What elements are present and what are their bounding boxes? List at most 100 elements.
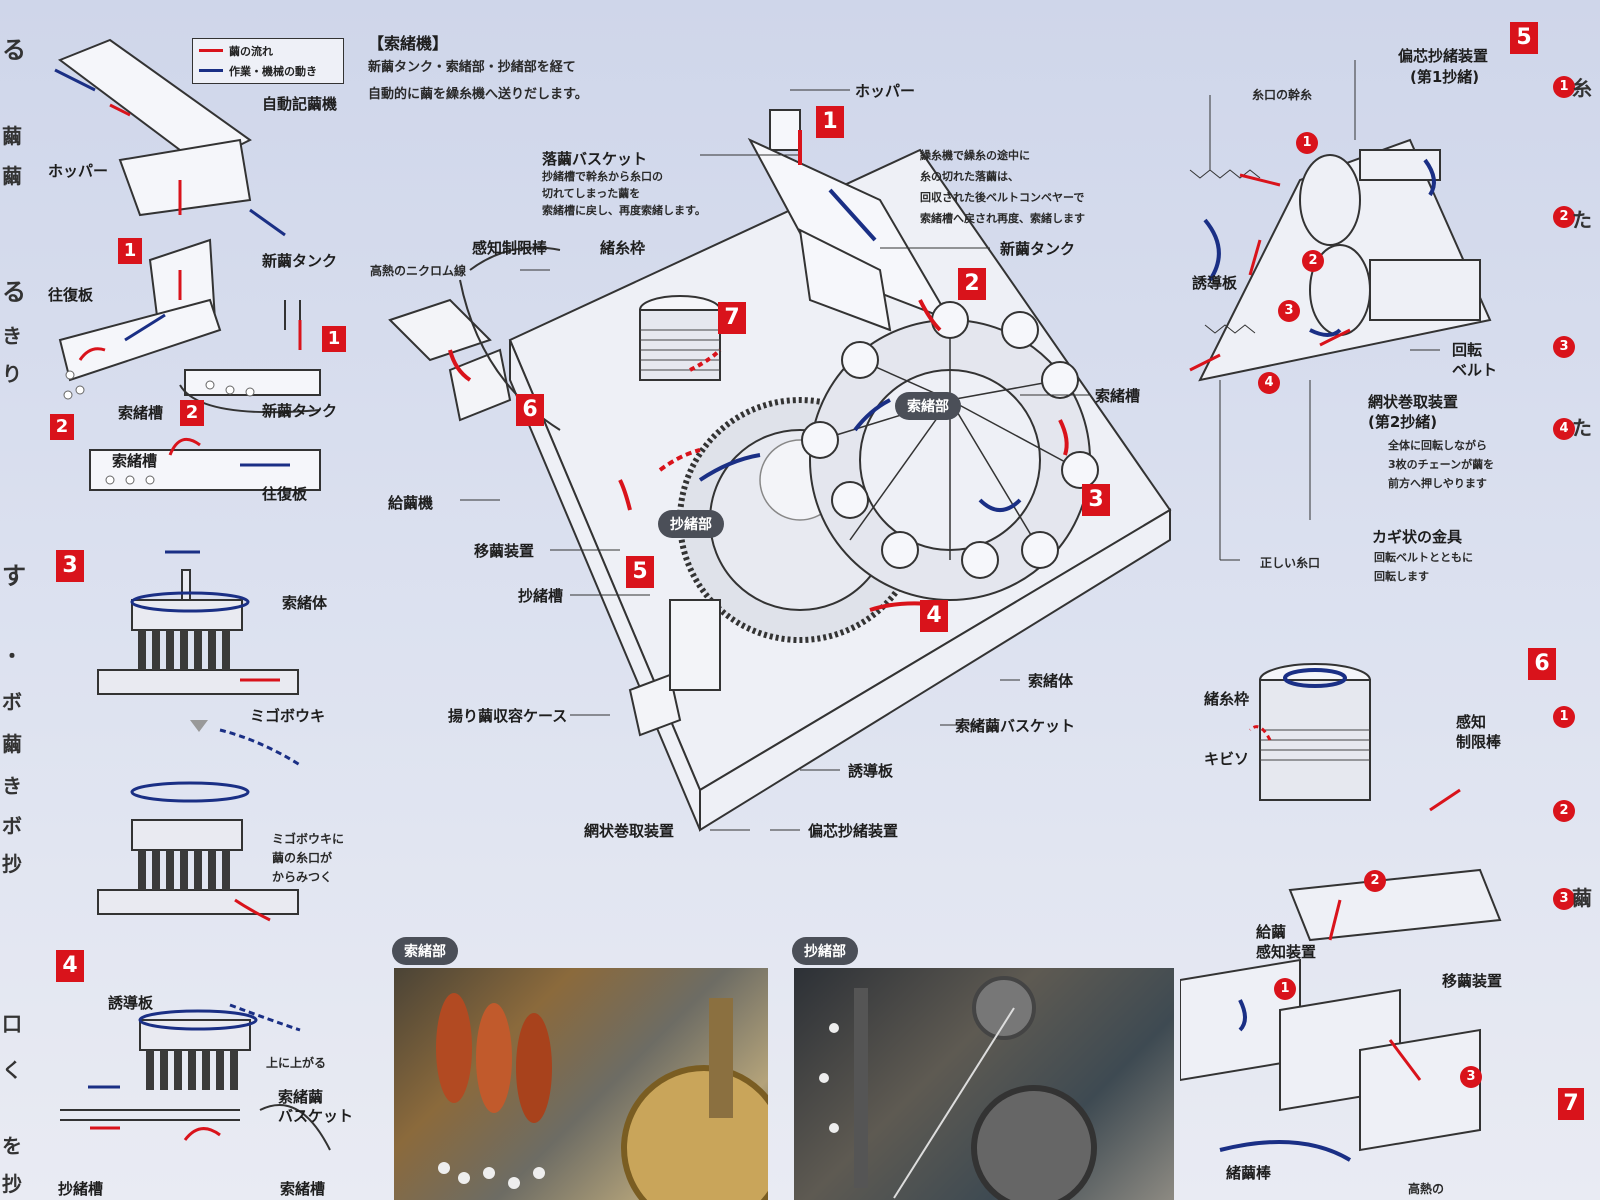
edge-left-11: ボ: [2, 814, 22, 838]
label-rakken: 落繭バスケット: [542, 150, 648, 168]
label-basket-left: 索緒繭バスケット: [278, 1088, 354, 1125]
badge-7-c: 7: [718, 302, 746, 334]
label-kyuken-r: 給繭感知装置: [1256, 923, 1317, 961]
photo-shocho-art: [819, 976, 1097, 1200]
dot-2-rb: 2: [1364, 870, 1386, 892]
right-top-diagram: [1189, 60, 1492, 561]
dot-2-r: 2: [1302, 250, 1324, 272]
left-mid-diagram: [97, 550, 301, 922]
edge-left-6: す: [2, 562, 26, 590]
legend-red: 繭の流れ: [199, 43, 343, 59]
label-kagi: カギ状の金具: [1372, 528, 1463, 546]
badge-5-r: 5: [1510, 22, 1538, 54]
label-chokenbo: 緒繭棒: [1226, 1164, 1272, 1182]
dot-3-r: 3: [1278, 300, 1300, 322]
edge-left-15: を: [2, 1134, 22, 1158]
main-machine-diagram: [388, 89, 1172, 832]
edge-right-2: た: [1572, 416, 1592, 440]
label-kagi-note: 回転ベルトとともに回転します: [1374, 551, 1473, 583]
edge-left-1: 繭: [2, 124, 22, 148]
right-top-panel: 5 偏芯抄緒装置 (第1抄緒) 糸口の幹糸 誘導板 回転ベルト 網状巻取装置(第…: [1180, 0, 1570, 610]
label-ami: 網状巻取装置(第2抄緒): [1368, 393, 1459, 431]
left-top-panel: 繭の流れ 作業・機械の動き 自動記繭機 ホッパー 新繭タンク 往復板 索緒槽 新…: [0, 0, 360, 520]
center-subtitle-2: 自動的に繭を繰糸機へ送りだします。: [368, 87, 588, 102]
left-bot-panel: 4 誘導板 上に上がる 索緒繭バスケット 抄緒槽 索緒槽: [40, 950, 370, 1200]
legend-blue: 作業・機械の動き: [199, 63, 343, 79]
label-belt: 回転ベルト: [1452, 341, 1498, 379]
label-yudo-r: 誘導板: [1192, 274, 1238, 292]
left-mid-panel: 3 索緒体 ミゴボウキ ミゴボウキに繭の糸口がからみつく: [40, 530, 370, 930]
right-bot-diagram: [1180, 663, 1502, 1162]
label-henshin: 偏芯抄緒装置: [808, 822, 899, 840]
dot-4-r: 4: [1258, 372, 1280, 394]
label-itoguchi: 糸口の幹糸: [1252, 88, 1313, 102]
badge-5-c: 5: [626, 556, 654, 588]
label-amijo: 網状巻取装置: [584, 822, 675, 840]
label-henshin2: (第1抄緒): [1410, 68, 1480, 86]
edge-dot-4: 4: [1553, 418, 1575, 440]
badge-6-r: 6: [1528, 648, 1556, 680]
badge-7-edge: 7: [1558, 1088, 1584, 1120]
edge-right-1: た: [1572, 208, 1592, 232]
label-sakucho-left: 索緒槽: [280, 1180, 326, 1198]
label-migo: ミゴボウキ: [250, 707, 326, 725]
label-sakucho-so: 索緒槽: [1095, 387, 1141, 405]
edge-left-3: る: [2, 278, 26, 306]
label-tank2: 新繭タンク: [262, 402, 338, 420]
edge-left-5: り: [2, 362, 22, 386]
edge-left-8: ボ: [2, 690, 22, 714]
edge-dot-7: 3: [1553, 888, 1575, 910]
label-shocho-so: 抄緒槽: [518, 587, 564, 605]
edge-dot-6: 2: [1553, 800, 1575, 822]
label-ofuku: 往復板: [48, 286, 94, 304]
label-nichrome: 高熱のニクロム線: [370, 264, 467, 278]
pill-shocho-bu: 抄緒部: [658, 510, 724, 538]
edge-left-2: 繭: [2, 164, 22, 188]
label-tank: 新繭タンク: [262, 252, 338, 270]
label-rakken-note: 抄緒槽で幹糸から糸口の切れてしまった繭を索緒槽に戻し、再度索緒します。: [542, 170, 706, 217]
label-center-note: 繰糸機で繰糸の途中に糸の切れた落繭は、回収された後ベルトコンベヤーで索緒槽へ戻さ…: [920, 149, 1085, 225]
label-kanchi-r: 感知制限棒: [1456, 713, 1502, 751]
center-title: 【索緒機】: [368, 34, 449, 53]
label-agaru: 上に上がる: [266, 1056, 327, 1070]
label-sakucho: 索緒槽: [118, 404, 164, 422]
photo-label-1: 索緒部: [392, 937, 458, 965]
label-hopper: ホッパー: [48, 162, 109, 180]
badge-2-c: 2: [958, 268, 986, 300]
label-auto: 自動記繭機: [262, 95, 338, 113]
left-top-diagram: [54, 38, 321, 491]
label-iken-r: 移繭装置: [1442, 972, 1503, 990]
badge-2b: 2: [180, 400, 204, 426]
legend-box: 繭の流れ 作業・機械の動き: [192, 38, 344, 84]
edge-right-3: 繭: [1572, 886, 1592, 910]
label-yudo-left: 誘導板: [108, 994, 154, 1012]
badge-1a: 1: [118, 238, 142, 264]
edge-left-9: 繭: [2, 732, 22, 756]
label-iken: 移繭装置: [474, 542, 535, 560]
dot-1-rb: 1: [1274, 978, 1296, 1000]
photo-sakucho-art: [436, 993, 768, 1200]
pill-sakucho-bu: 索緒部: [895, 392, 961, 420]
dot-3-rb: 3: [1460, 1066, 1482, 1088]
edge-left-13: 口: [2, 1012, 22, 1036]
edge-dot-3: 3: [1553, 336, 1575, 358]
edge-dot-2: 2: [1553, 206, 1575, 228]
label-kibiso: キビソ: [1204, 750, 1250, 768]
label-tadashii: 正しい糸口: [1260, 556, 1321, 570]
label-kyuken: 給繭機: [388, 494, 434, 512]
edge-left-4: き: [2, 324, 22, 348]
edge-left-16: 抄: [2, 1172, 22, 1196]
badge-6-c: 6: [516, 394, 544, 426]
dot-1-r: 1: [1296, 132, 1318, 154]
label-basket-c: 索緒繭バスケット: [955, 717, 1076, 735]
label-tank-c: 新繭タンク: [1000, 240, 1076, 258]
label-konetsu: 高熱の: [1408, 1182, 1445, 1196]
badge-2a: 2: [50, 414, 74, 440]
left-bot-diagram: [60, 1003, 331, 1151]
center-subtitle-1: 新繭タンク・索緒部・抄緒部を経て: [368, 60, 576, 75]
edge-dot-1: 1: [1553, 76, 1575, 98]
photo-sakucho: [394, 968, 768, 1200]
label-chowaku: 緒糸枠: [600, 239, 646, 257]
label-agari: 揚り繭収容ケース: [448, 707, 568, 725]
